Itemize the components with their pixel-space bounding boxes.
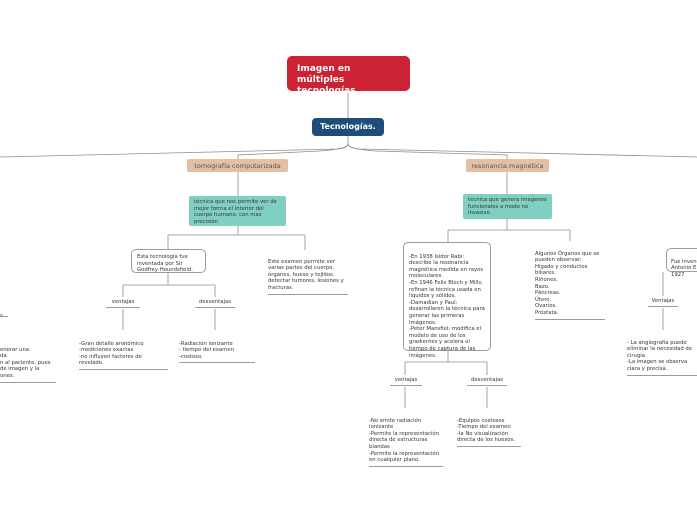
resonancia-ventajas-text: -No emite radiación ionizante -Permite l… [369, 417, 439, 464]
root-topic-label: Imagen en múltiples tecnologías. [297, 64, 359, 96]
resonancia-topic[interactable]: resonancia magnética [466, 159, 549, 172]
right-invented-text: Fue invent Antonio E 1927 [671, 258, 697, 278]
tecnologias-topic[interactable]: Tecnologías. [312, 118, 384, 136]
resonancia-organs[interactable]: Algunos Órganos que se pueden observar: … [535, 244, 605, 320]
tomografia-ventajas-list[interactable]: -Gran detalle anatómico -mediciones exac… [79, 334, 168, 370]
tomografia-desventajas-text: -Radiación ionizante - tiempo del examen… [179, 340, 234, 360]
tecnologias-label: Tecnologías. [320, 122, 376, 131]
resonancia-organs-text: Algunos Órganos que se pueden observar: … [535, 250, 600, 316]
resonancia-ventajas-list[interactable]: -No emite radiación ionizante -Permite l… [369, 411, 443, 467]
tomografia-invented-box[interactable]: Esta tecnología fue inventada por Sir Go… [131, 249, 206, 273]
resonancia-desventajas-list[interactable]: -Equipos costosos -Tiempo del examen -la… [457, 411, 521, 447]
right-ventajas-list[interactable]: - La angiografía puede eliminar la neces… [627, 333, 697, 376]
left-partial-list[interactable]: enerar una da n al paciente, pues de ima… [0, 340, 56, 383]
tomografia-invented-text: Esta tecnología fue inventada por Sir Go… [137, 254, 193, 274]
tomografia-desventajas-topic[interactable]: desventajas [195, 299, 235, 308]
resonancia-history-text: -En 1938 Isidor Rabi: describe la resona… [409, 253, 485, 359]
right-invented-box[interactable]: Fue invent Antonio E 1927 [666, 248, 697, 278]
tomografia-desventajas-list[interactable]: -Radiación ionizante - tiempo del examen… [179, 334, 255, 364]
left-partial-label-text: s [0, 312, 3, 319]
tomografia-label: tomografía computarizada [194, 162, 281, 170]
resonancia-desventajas-label: desventajas [471, 377, 503, 383]
resonancia-description[interactable]: tecnica que genera imagenes funcionales … [463, 194, 552, 219]
tomografia-ventajas-text: -Gran detalle anatómico -mediciones exac… [79, 340, 144, 367]
tomografia-desventajas-label: desventajas [199, 299, 231, 305]
resonancia-desventajas-text: -Equipos costosos -Tiempo del examen -la… [457, 417, 515, 444]
left-partial-divider [0, 316, 8, 317]
resonancia-desventajas-topic[interactable]: desventajas [467, 377, 507, 386]
root-topic[interactable]: Imagen en múltiples tecnologías. [287, 56, 410, 96]
tomografia-topic[interactable]: tomografía computarizada [187, 159, 288, 172]
right-ventajas-topic[interactable]: Ventajas [648, 298, 678, 307]
resonancia-ventajas-label: ventajas [394, 377, 418, 383]
resonancia-description-text: tecnica que genera imagenes funcionales … [468, 197, 547, 217]
right-ventajas-label: Ventajas [651, 298, 675, 304]
tomografia-description[interactable]: técnica que nos permite ver de mejor for… [189, 196, 286, 226]
tomografia-uses-text: Este examen permite ver varias partes de… [268, 258, 344, 291]
tomografia-ventajas-topic[interactable]: ventajas [106, 299, 140, 308]
resonancia-ventajas-topic[interactable]: ventajas [390, 377, 422, 386]
resonancia-label: resonancia magnética [471, 162, 544, 170]
right-ventajas-text: - La angiografía puede eliminar la neces… [627, 339, 692, 372]
resonancia-history-box[interactable]: -En 1938 Isidor Rabi: describe la resona… [403, 242, 491, 359]
tomografia-uses[interactable]: Este examen permite ver varias partes de… [268, 252, 348, 295]
tomografia-ventajas-label: ventajas [111, 299, 135, 305]
tomografia-description-text: técnica que nos permite ver de mejor for… [194, 199, 277, 225]
left-partial-label[interactable]: s [0, 306, 10, 319]
left-partial-text: enerar una da n al paciente, pues de ima… [0, 346, 51, 379]
